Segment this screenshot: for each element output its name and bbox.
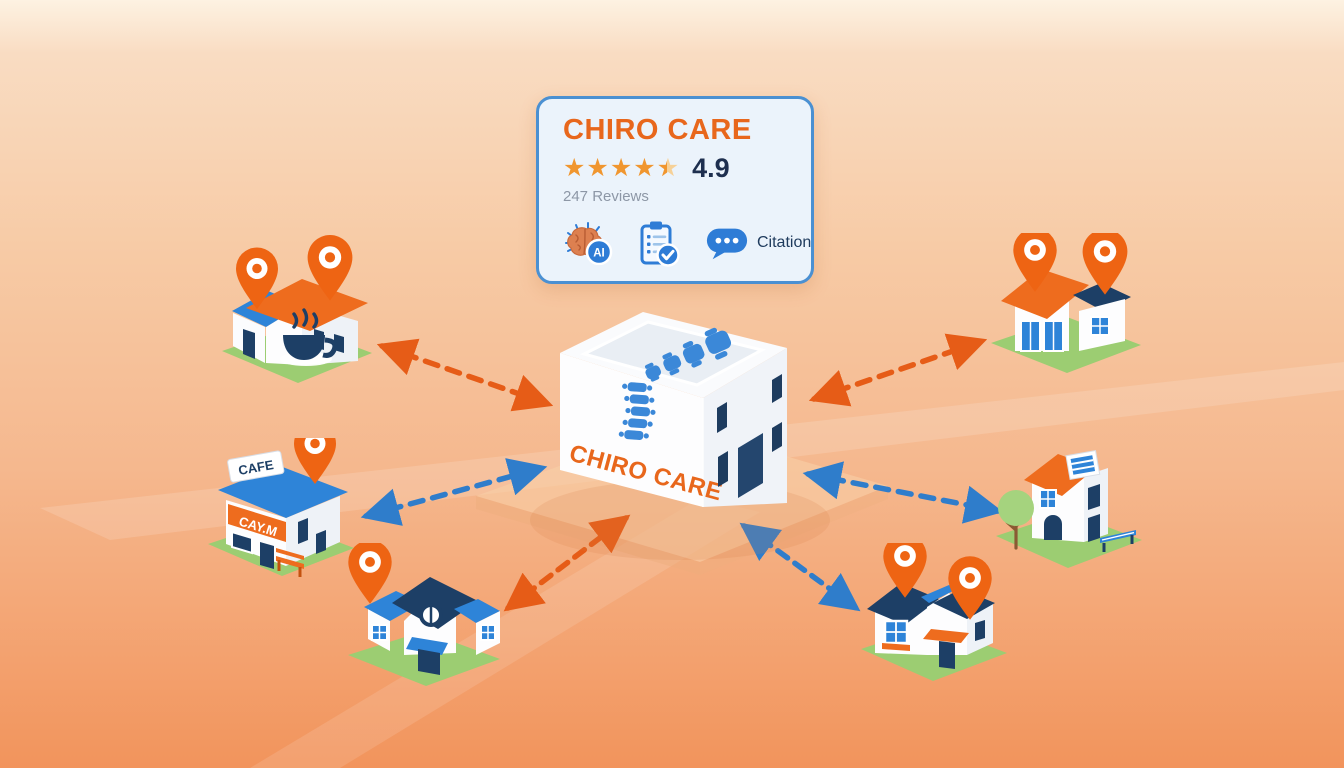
- cafe-sign: CAFE: [227, 450, 285, 483]
- house-top-right: [991, 233, 1141, 373]
- orange-roof: [246, 279, 368, 331]
- location-pin: [1013, 233, 1057, 292]
- house-middle-right: [996, 450, 1142, 568]
- star-rating: ★ ★ ★ ★ ★ ★ 4.9: [563, 153, 811, 184]
- window-4pane: [371, 624, 388, 641]
- garage-doors: [1020, 320, 1064, 352]
- window-4pane: [883, 619, 909, 645]
- building-windows: [717, 374, 782, 498]
- ai-feature: AI: [563, 221, 613, 266]
- arrow-bottom-right: [739, 522, 861, 612]
- business-name: CHIRO CARE: [563, 114, 752, 146]
- location-pin: [883, 543, 927, 598]
- navy-roof: [392, 577, 478, 629]
- orange-roof: [1001, 269, 1089, 319]
- feature-icons-row: AI: [563, 219, 811, 268]
- star-icon: ★: [609, 154, 634, 183]
- review-card: CHIRO CARE ★ ★ ★ ★ ★ ★ 4.9 247 Reviews: [536, 96, 814, 284]
- door-awning: [406, 637, 448, 655]
- citation-bubble-icon: [706, 229, 748, 260]
- arrow-middle-left: [360, 458, 548, 526]
- window-4pane: [480, 624, 496, 641]
- checklist-icon: [640, 221, 680, 268]
- location-pin: [236, 247, 278, 309]
- location-pin: [948, 556, 992, 620]
- cafe-middle-left: CAFE CAY.M: [208, 438, 354, 577]
- house-bottom-right: [861, 543, 1007, 681]
- arrow-bottom-left: [503, 514, 631, 612]
- arched-door: [1044, 515, 1062, 540]
- reviews-count: 247 Reviews: [563, 188, 649, 206]
- half-star-icon: ★ ★: [656, 154, 681, 183]
- spine-logo-wall: [618, 382, 656, 440]
- window-4pane: [1039, 489, 1057, 509]
- window-box: [882, 643, 910, 651]
- arrow-middle-right: [802, 461, 1004, 524]
- navy-roof: [867, 583, 939, 625]
- road-band: [250, 498, 760, 768]
- cafe-awning: [228, 504, 286, 542]
- arrow-top-left: [376, 338, 554, 412]
- star-icon: ★: [586, 154, 610, 183]
- bench: [1100, 530, 1136, 552]
- house-top-left: [222, 235, 372, 383]
- coffee-cup-icon: [280, 308, 338, 366]
- house-bottom-left: [348, 543, 500, 686]
- ai-brain-icon: AI: [565, 222, 613, 266]
- bench: [276, 548, 304, 577]
- roof-trim: [921, 585, 957, 603]
- door: [939, 641, 955, 669]
- citation-feature: Citation: [705, 225, 811, 261]
- door-awning: [923, 629, 969, 643]
- citation-label: Citation: [757, 234, 812, 252]
- location-pin: [348, 543, 392, 604]
- location-pin: [294, 438, 336, 484]
- ai-badge-label: AI: [593, 248, 605, 260]
- star-icon: ★: [563, 154, 587, 183]
- checklist-feature: [637, 219, 681, 268]
- arrow-top-right: [808, 333, 988, 407]
- door: [418, 649, 440, 675]
- location-pin: [1082, 233, 1128, 295]
- building-left-face: [560, 353, 703, 507]
- cafe-sign-label: CAFE: [237, 457, 275, 478]
- rating-value: 4.9: [692, 153, 730, 184]
- building-door: [738, 433, 763, 498]
- blue-roof: [454, 599, 500, 623]
- dormer-window: [1065, 450, 1101, 481]
- spine-logo-roof: [644, 327, 732, 382]
- window-4pane: [1090, 316, 1110, 336]
- tree: [998, 490, 1034, 550]
- location-pin: [307, 235, 353, 301]
- star-icon: ★: [633, 154, 657, 183]
- chiro-care-building: CHIRO CARE: [530, 312, 830, 560]
